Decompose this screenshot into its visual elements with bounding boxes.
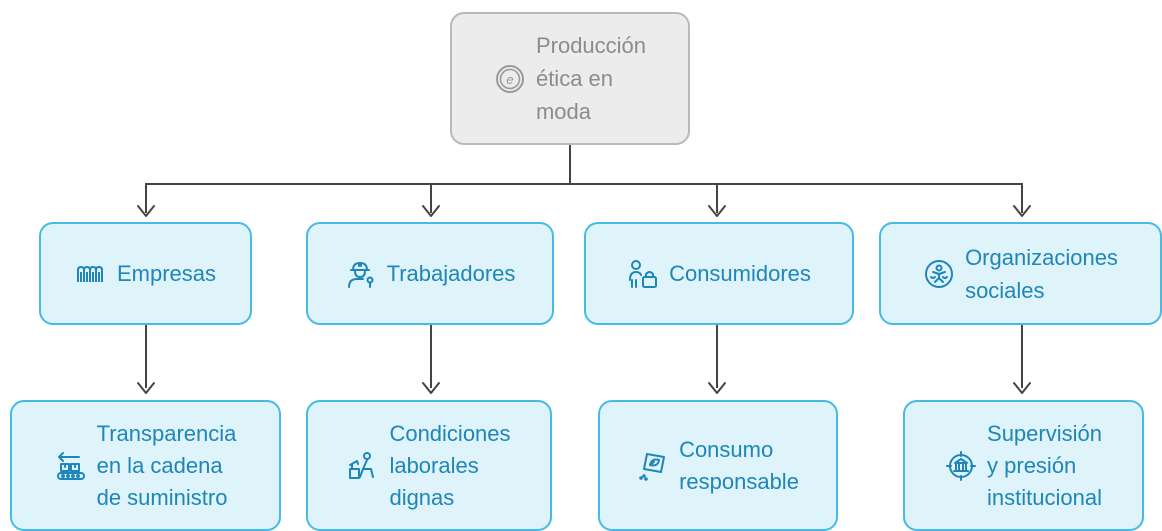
connector-empresas-down — [145, 324, 147, 388]
svg-text:e: e — [506, 72, 513, 87]
arrowhead-consumidores — [708, 205, 726, 217]
actor-organizaciones-sociales[interactable]: Organizaciones sociales — [879, 222, 1162, 325]
connector-trabajadores-down — [430, 324, 432, 388]
actor-label-consumidores: Consumidores — [669, 261, 811, 286]
arrowhead-trabajadores — [422, 205, 440, 217]
arrowhead-consumo — [708, 382, 726, 394]
connector-to-consumidores — [716, 183, 718, 213]
arrowhead-transparencia — [137, 382, 155, 394]
actor-label-trabajadores: Trabajadores — [386, 261, 516, 286]
outcome-supervision[interactable]: Supervisión y presión institucional — [903, 400, 1144, 531]
connector-consumidores-down — [716, 324, 718, 388]
connector-to-empresas — [145, 183, 147, 213]
institution-target-icon — [945, 450, 977, 482]
shopper-icon — [627, 258, 659, 290]
eco-tag-icon — [637, 450, 669, 482]
e-circle-icon: e — [494, 63, 526, 95]
connector-organizaciones-down — [1021, 324, 1023, 388]
arrowhead-empresas — [137, 205, 155, 217]
connector-horizontal-bar — [145, 183, 1023, 185]
factory-icon — [75, 258, 107, 290]
actor-label-empresas: Empresas — [116, 261, 217, 286]
outcome-transparencia[interactable]: Transparencia en la cadena de suministro — [10, 400, 281, 531]
worker-icon — [345, 258, 377, 290]
actor-trabajadores[interactable]: Trabajadores — [306, 222, 554, 325]
connector-to-organizaciones — [1021, 183, 1023, 213]
actor-consumidores[interactable]: Consumidores — [584, 222, 854, 325]
outcome-label-consumo: Consumo responsable — [679, 436, 799, 494]
arrowhead-organizaciones — [1013, 205, 1031, 217]
connector-root-down — [569, 144, 571, 184]
people-circle-icon — [923, 258, 955, 290]
outcome-label-supervision: Supervisión y presión institucional — [987, 420, 1102, 510]
outcome-label-condiciones: Condiciones laborales dignas — [389, 420, 511, 510]
workspace-icon — [347, 450, 379, 482]
root-node[interactable]: e Producción ética en moda — [450, 12, 690, 145]
supply-chain-icon — [55, 450, 87, 482]
outcome-condiciones[interactable]: Condiciones laborales dignas — [306, 400, 552, 531]
actor-empresas[interactable]: Empresas — [39, 222, 252, 325]
outcome-consumo-responsable[interactable]: Consumo responsable — [598, 400, 838, 531]
arrowhead-supervision — [1013, 382, 1031, 394]
connector-to-trabajadores — [430, 183, 432, 213]
arrowhead-condiciones — [422, 382, 440, 394]
actor-label-organizaciones: Organizaciones sociales — [965, 244, 1118, 303]
outcome-label-transparencia: Transparencia en la cadena de suministro — [96, 420, 237, 510]
root-label: Producción ética en moda — [535, 33, 647, 124]
